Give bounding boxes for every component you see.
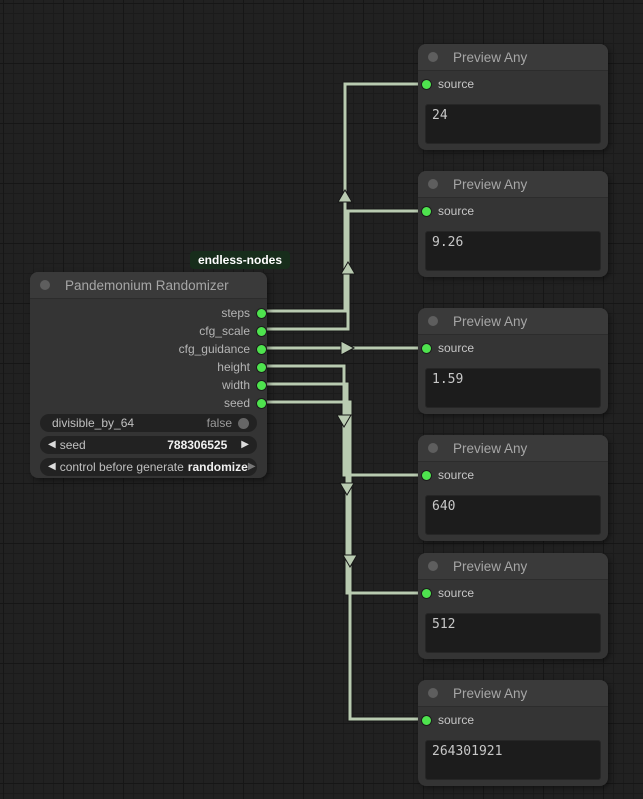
- input-label: source: [438, 77, 475, 91]
- input-row-source: source: [418, 466, 608, 484]
- collapse-dot-icon[interactable]: [428, 561, 438, 571]
- wire-arrow-down-icon: [336, 414, 352, 428]
- node-title-bar[interactable]: Pandemonium Randomizer: [30, 272, 267, 299]
- node-title: Preview Any: [453, 685, 528, 701]
- increment-arrow-icon[interactable]: ▶: [247, 461, 256, 472]
- input-label: source: [438, 586, 475, 600]
- output-port-height[interactable]: [257, 362, 266, 372]
- output-port-seed[interactable]: [257, 398, 266, 408]
- input-row-source: source: [418, 202, 608, 220]
- node-pandemonium-randomizer[interactable]: Pandemonium Randomizer steps cfg_scale c…: [30, 272, 267, 478]
- output-row-height: height: [30, 358, 267, 376]
- collapse-dot-icon[interactable]: [40, 280, 50, 290]
- wire-arrow-up-icon: [340, 261, 356, 275]
- widgets: divisible_by_64 false ◀ seed 788306525 ▶…: [40, 414, 257, 480]
- input-port-source[interactable]: [422, 343, 431, 353]
- collapse-dot-icon[interactable]: [428, 443, 438, 453]
- node-title: Preview Any: [453, 558, 528, 574]
- widget-divisible-by-64[interactable]: divisible_by_64 false: [40, 414, 257, 432]
- node-pack-badge: endless-nodes: [190, 251, 291, 269]
- output-label: steps: [221, 306, 250, 320]
- wire-arrow-down-icon: [342, 554, 358, 568]
- widget-label: divisible_by_64: [52, 416, 135, 430]
- preview-value-box[interactable]: 24: [425, 104, 601, 144]
- output-row-seed: seed: [30, 394, 267, 412]
- preview-value-box[interactable]: 1.59: [425, 368, 601, 408]
- input-label: source: [438, 468, 475, 482]
- collapse-dot-icon[interactable]: [428, 52, 438, 62]
- collapse-dot-icon[interactable]: [428, 179, 438, 189]
- toggle-knob[interactable]: [238, 417, 249, 429]
- node-title-bar[interactable]: Preview Any: [418, 44, 608, 71]
- input-port-source[interactable]: [422, 206, 431, 216]
- widget-value: false: [206, 416, 232, 430]
- preview-value-box[interactable]: 264301921: [425, 740, 601, 780]
- node-preview-any-5[interactable]: Preview Any source 512: [418, 553, 608, 659]
- input-row-source: source: [418, 75, 608, 93]
- node-preview-any-4[interactable]: Preview Any source 640: [418, 435, 608, 541]
- input-row-source: source: [418, 711, 608, 729]
- collapse-dot-icon[interactable]: [428, 316, 438, 326]
- decrement-arrow-icon[interactable]: ◀: [48, 461, 56, 472]
- node-preview-any-2[interactable]: Preview Any source 9.26: [418, 171, 608, 277]
- node-preview-any-3[interactable]: Preview Any source 1.59: [418, 308, 608, 414]
- widget-label: control before generate: [59, 460, 184, 474]
- input-label: source: [438, 341, 475, 355]
- output-row-width: width: [30, 376, 267, 394]
- input-label: source: [438, 204, 475, 218]
- widget-label: seed: [59, 438, 86, 452]
- node-preview-any-6[interactable]: Preview Any source 264301921: [418, 680, 608, 786]
- input-port-source[interactable]: [422, 470, 431, 480]
- output-row-cfg-scale: cfg_scale: [30, 322, 267, 340]
- input-label: source: [438, 713, 475, 727]
- output-label: height: [217, 360, 250, 374]
- output-ports: steps cfg_scale cfg_guidance height widt…: [30, 304, 267, 412]
- output-port-steps[interactable]: [257, 308, 266, 318]
- node-title: Preview Any: [453, 49, 528, 65]
- node-title: Preview Any: [453, 313, 528, 329]
- node-title-bar[interactable]: Preview Any: [418, 553, 608, 580]
- input-port-source[interactable]: [422, 588, 431, 598]
- output-row-cfg-guidance: cfg_guidance: [30, 340, 267, 358]
- input-row-source: source: [418, 584, 608, 602]
- node-title: Pandemonium Randomizer: [65, 277, 229, 293]
- node-title-bar[interactable]: Preview Any: [418, 171, 608, 198]
- output-port-cfg-guidance[interactable]: [257, 344, 266, 354]
- widget-control-before-generate[interactable]: ◀ control before generate randomize ▶: [40, 458, 257, 476]
- output-row-steps: steps: [30, 304, 267, 322]
- output-port-cfg-scale[interactable]: [257, 326, 266, 336]
- preview-value-box[interactable]: 512: [425, 613, 601, 653]
- node-title: Preview Any: [453, 176, 528, 192]
- node-title: Preview Any: [453, 440, 528, 456]
- preview-value-box[interactable]: 9.26: [425, 231, 601, 271]
- input-port-source[interactable]: [422, 79, 431, 89]
- wire-arrow-up-icon: [337, 189, 353, 203]
- wire-arrow-down-icon: [339, 482, 355, 496]
- output-label: width: [221, 378, 250, 392]
- widget-seed[interactable]: ◀ seed 788306525 ▶: [40, 436, 257, 454]
- output-label: seed: [223, 396, 250, 410]
- preview-value-box[interactable]: 640: [425, 495, 601, 535]
- wire-arrow-right-icon: [340, 340, 356, 356]
- decrement-arrow-icon[interactable]: ◀: [48, 439, 56, 450]
- widget-value[interactable]: 788306525: [167, 438, 228, 452]
- node-title-bar[interactable]: Preview Any: [418, 680, 608, 707]
- node-title-bar[interactable]: Preview Any: [418, 435, 608, 462]
- output-label: cfg_scale: [199, 324, 250, 338]
- input-row-source: source: [418, 339, 608, 357]
- output-label: cfg_guidance: [178, 342, 250, 356]
- widget-value[interactable]: randomize: [187, 460, 248, 474]
- output-port-width[interactable]: [257, 380, 266, 390]
- collapse-dot-icon[interactable]: [428, 688, 438, 698]
- node-preview-any-1[interactable]: Preview Any source 24: [418, 44, 608, 150]
- increment-arrow-icon[interactable]: ▶: [241, 439, 249, 450]
- input-port-source[interactable]: [422, 715, 431, 725]
- node-title-bar[interactable]: Preview Any: [418, 308, 608, 335]
